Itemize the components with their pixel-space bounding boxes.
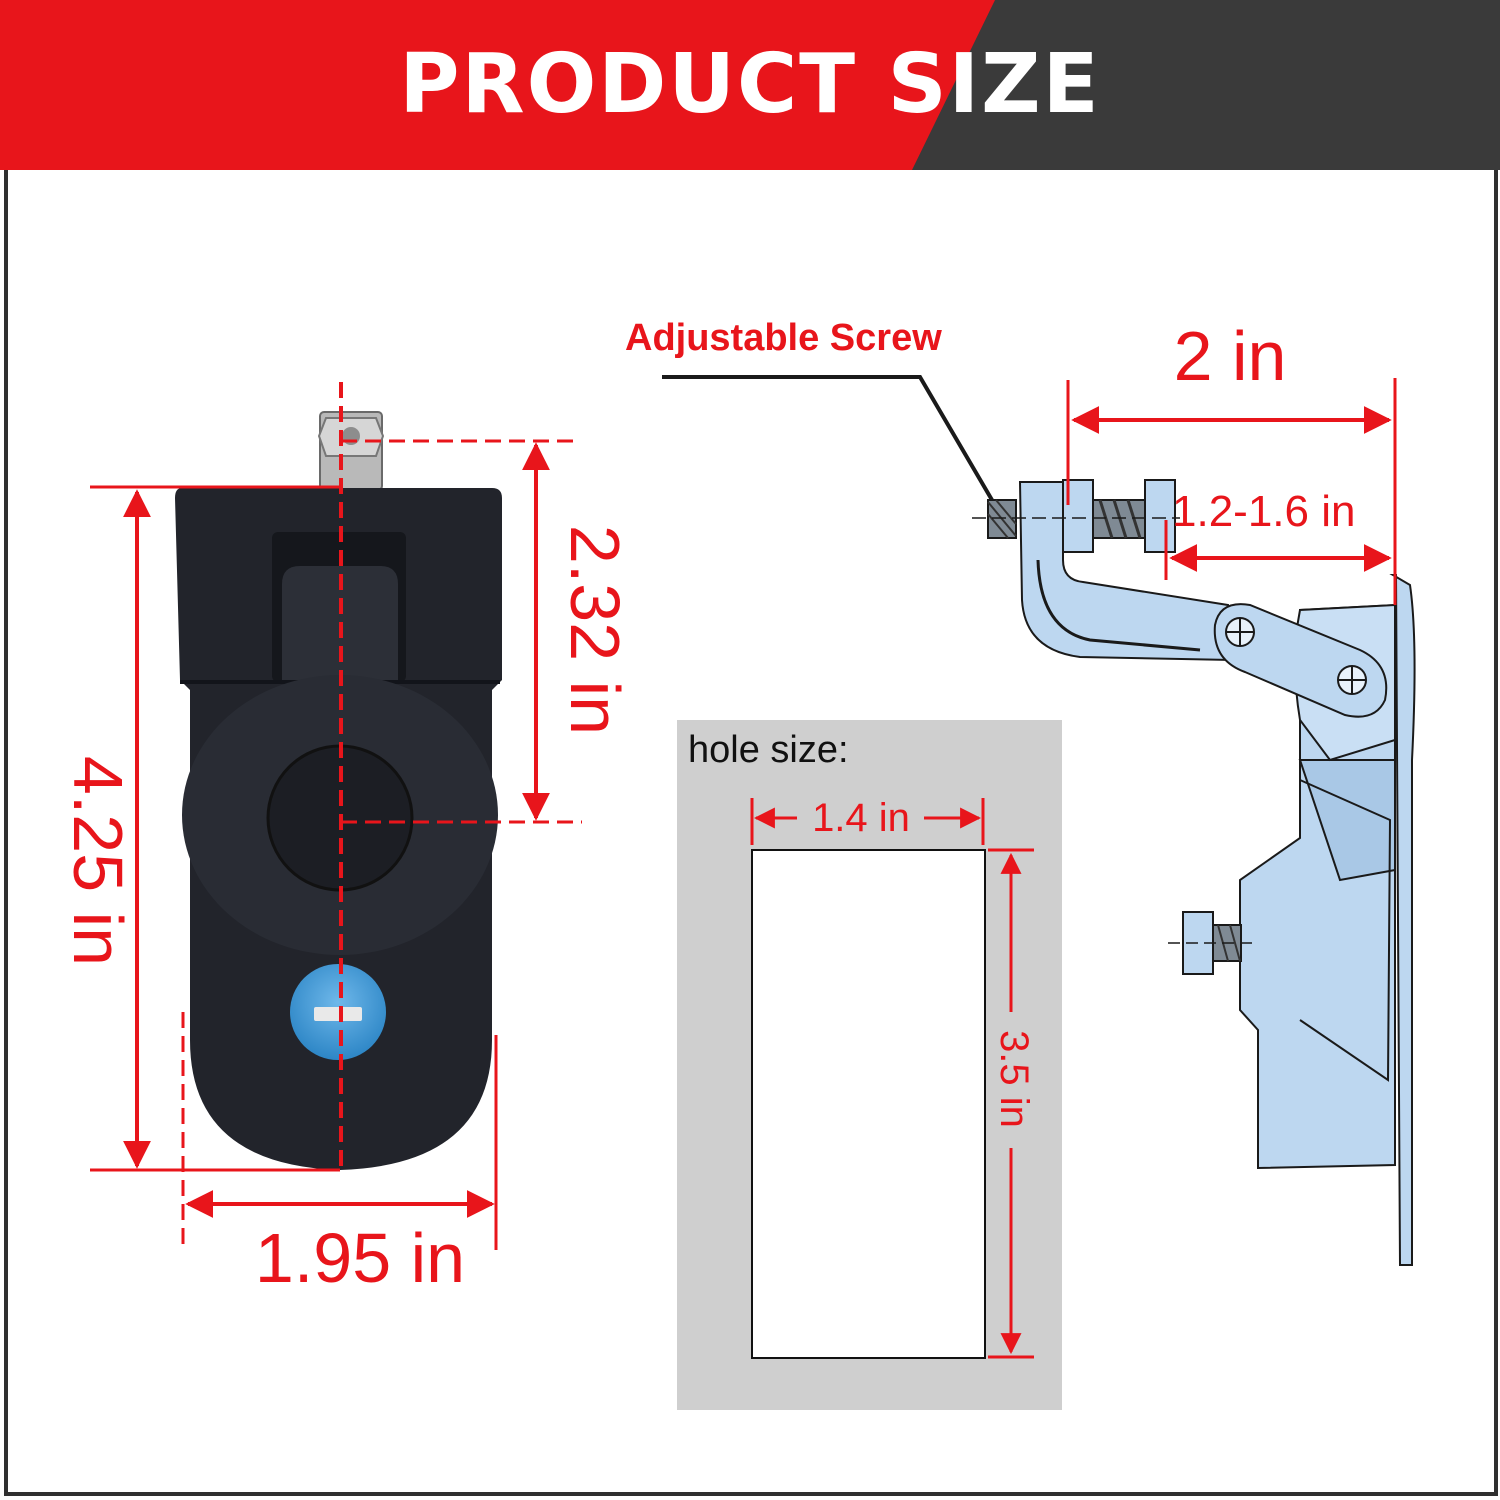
hole-size-title: hole size: (688, 729, 849, 771)
dimension-bracket-width: 2 in (1173, 317, 1287, 395)
dimension-width: 1.95 in (254, 1219, 466, 1297)
hole-width-label: 1.4 in (812, 796, 910, 840)
side-view-dimension-lines (662, 375, 1397, 605)
banner-background (0, 0, 1500, 170)
hole-size-panel (677, 720, 1062, 1410)
callout-adjustable-screw: Adjustable Screw (625, 317, 942, 359)
screw-icon (987, 479, 1176, 553)
dimension-lock-offset: 2.32 in (556, 524, 634, 736)
dimension-overall-height: 4.25 in (59, 755, 137, 967)
banner-title: PRODUCT SIZE (399, 37, 1101, 132)
content-frame (4, 170, 1498, 1496)
key-cylinder-icon (290, 964, 386, 1060)
latch-lock-photo (175, 411, 502, 1170)
latch-dimension-lines (90, 382, 582, 1250)
hole-height-label: 3.5 in (992, 1030, 1036, 1128)
side-view-drawing (972, 479, 1416, 1266)
dimension-screw-adjust: 1.2-1.6 in (1172, 487, 1356, 536)
